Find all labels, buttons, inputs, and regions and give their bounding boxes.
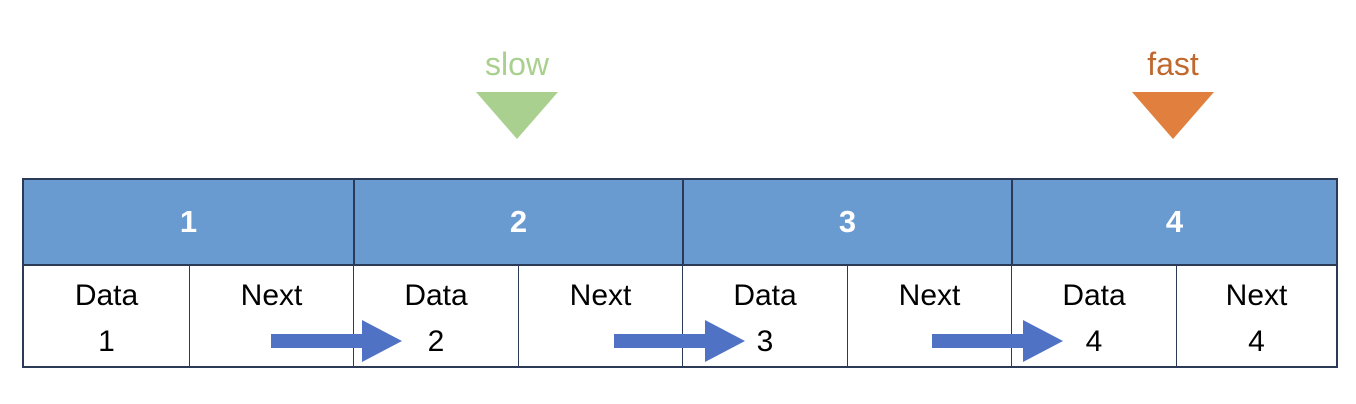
slow-pointer-label: slow	[484, 46, 549, 82]
node-3-next-label: Next	[898, 279, 961, 312]
next-arrow-1-to-2	[271, 320, 402, 362]
fast-pointer-triangle	[1132, 92, 1214, 139]
node-2-next-cell: Next	[518, 266, 682, 368]
node-4-next-cell: Next 4	[1176, 266, 1336, 368]
node-2-data-value: 2	[427, 325, 445, 358]
node-4-next-label: Next	[1225, 279, 1288, 312]
slow-pointer-triangle	[476, 92, 558, 139]
node-1-next-label: Next	[240, 279, 303, 312]
node-3-data-label: Data	[733, 279, 797, 312]
node-4-header: 4	[1011, 180, 1336, 266]
node-3-header: 3	[682, 180, 1011, 266]
node-4-data-cell: Data 4	[1011, 266, 1176, 368]
node-1-data-cell: Data 1	[24, 266, 189, 368]
node-4-data-value: 4	[1085, 325, 1103, 358]
node-3-data-value: 3	[756, 325, 774, 358]
fast-pointer-label: fast	[1147, 46, 1199, 82]
node-2-header: 2	[353, 180, 682, 266]
node-4-data-label: Data	[1062, 279, 1126, 312]
node-4-next-value: 4	[1248, 325, 1265, 358]
node-2-data-label: Data	[404, 279, 468, 312]
node-1-data-label: Data	[74, 279, 139, 312]
node-3-next-cell: Next	[847, 266, 1011, 368]
node-1-data-value: 1	[98, 325, 115, 358]
next-arrow-2-to-3	[614, 320, 745, 362]
node-1-header: 1	[24, 180, 353, 266]
node-1-next-cell: Next	[189, 266, 353, 368]
node-2-data-cell: Data 2	[353, 266, 518, 368]
next-arrow-3-to-4	[932, 320, 1063, 362]
node-2-next-label: Next	[569, 279, 632, 312]
node-3-data-cell: Data 3	[682, 266, 847, 368]
linked-list-table: 1 2 3 4 Data 1 Next Data 2 Next Data 3 N…	[22, 178, 1338, 368]
